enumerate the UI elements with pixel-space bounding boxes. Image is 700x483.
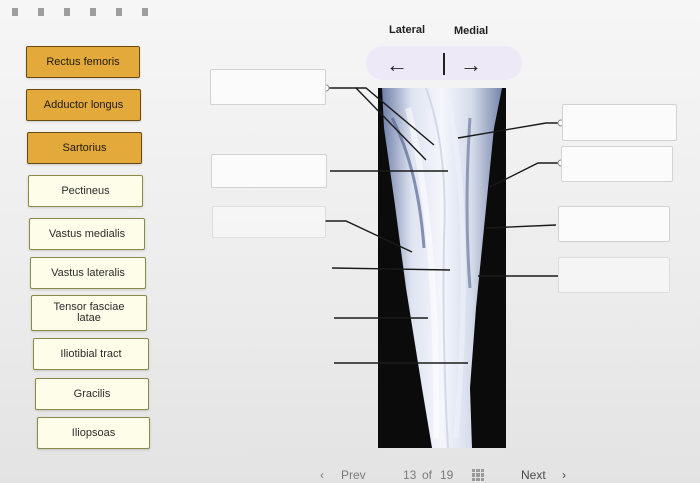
dropzone-left-3[interactable]	[212, 206, 326, 238]
midline-divider	[443, 53, 445, 75]
grid-icon[interactable]	[472, 469, 484, 481]
next-button[interactable]: Next	[521, 468, 546, 482]
right-arrow-icon: →	[460, 52, 482, 77]
left-arrow-icon: ←	[386, 52, 408, 77]
page-separator: of	[422, 468, 433, 482]
term-gracilis[interactable]: Gracilis	[35, 378, 149, 410]
dropzone-right-3[interactable]	[558, 206, 670, 242]
medial-label: Medial	[454, 25, 489, 37]
term-iliopsoas[interactable]: Iliopsoas	[37, 417, 150, 449]
page-current: 13	[403, 468, 417, 482]
dropzone-left-1[interactable]	[210, 69, 326, 105]
lateral-label: Lateral	[389, 24, 426, 36]
top-toolbar-fragment	[12, 8, 152, 16]
term-sartorius[interactable]: Sartorius	[27, 132, 142, 164]
prev-button[interactable]: Prev	[341, 468, 366, 482]
term-pectineus[interactable]: Pectineus	[28, 175, 143, 207]
dropzone-left-2[interactable]	[211, 154, 327, 188]
term-adductor-longus[interactable]: Adductor longus	[26, 89, 141, 121]
term-iliotibial-tract[interactable]: Iliotibial tract	[33, 338, 149, 370]
page-total: 19	[440, 468, 454, 482]
dropzone-right-2[interactable]	[561, 146, 673, 182]
prev-chevron-icon[interactable]: ‹	[320, 468, 324, 482]
thigh-muscle-photo	[378, 88, 506, 448]
term-rectus-femoris[interactable]: Rectus femoris	[26, 46, 140, 78]
next-chevron-icon[interactable]: ›	[562, 468, 566, 482]
dropzone-right-1[interactable]	[562, 104, 677, 141]
term-vastus-lateralis[interactable]: Vastus lateralis	[30, 257, 146, 289]
term-vastus-medialis[interactable]: Vastus medialis	[29, 218, 145, 250]
dropzone-right-4[interactable]	[558, 257, 670, 293]
term-tensor-fasciae-latae[interactable]: Tensor fasciae latae	[31, 295, 147, 331]
